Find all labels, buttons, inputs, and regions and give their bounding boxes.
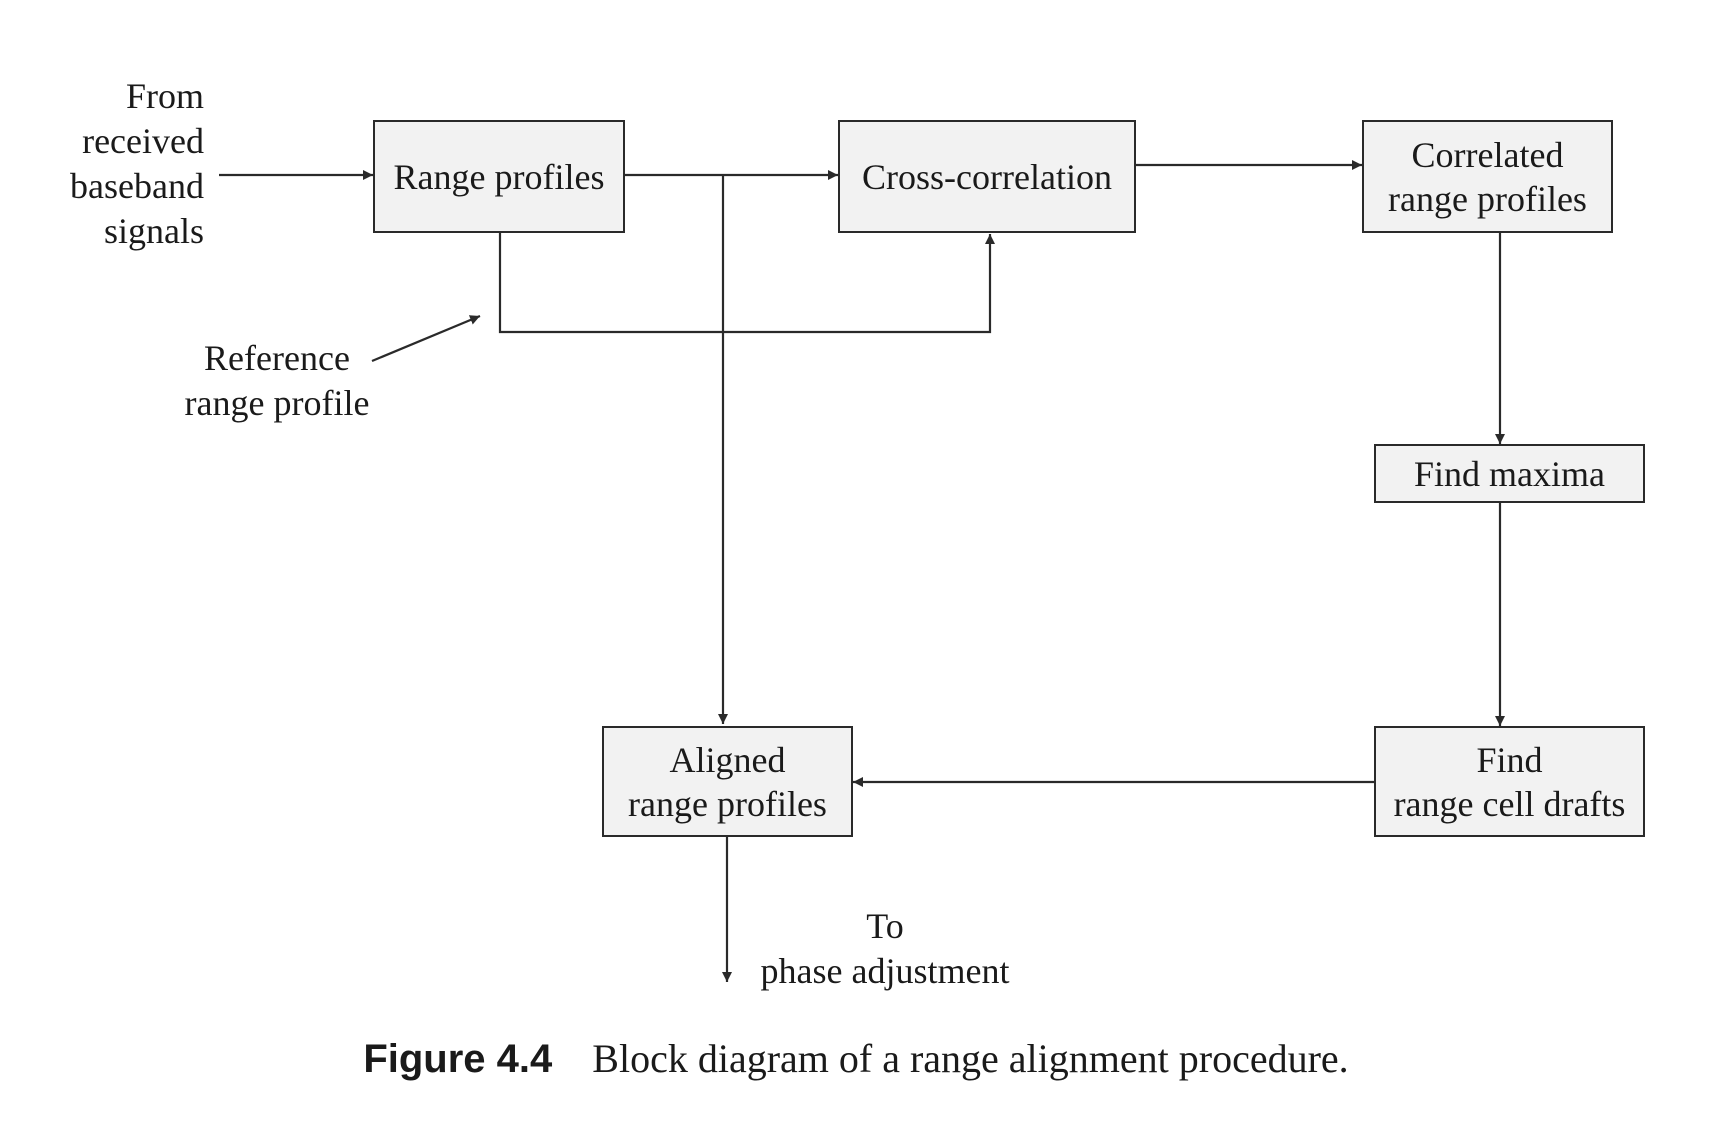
- arrow-reference-loop-to-cross-correlation: [498, 232, 995, 334]
- figure-number: Figure 4.4: [363, 1037, 553, 1081]
- block-find-range-cell-drafts-label: Find range cell drafts: [1393, 739, 1626, 824]
- block-correlated-range-profiles: Correlated range profiles: [1362, 120, 1613, 233]
- figure-caption-text: Block diagram of a range alignment proce…: [592, 1036, 1349, 1081]
- label-input-signals: From received baseband signals: [70, 76, 204, 251]
- block-range-profiles: Range profiles: [373, 120, 625, 233]
- block-aligned-range-profiles-label: Aligned range profiles: [628, 739, 827, 824]
- block-find-maxima-label: Find maxima: [1414, 453, 1605, 494]
- block-find-maxima: Find maxima: [1374, 444, 1645, 503]
- block-range-profiles-label: Range profiles: [393, 156, 605, 197]
- label-to-phase-adjustment: To phase adjustment: [760, 906, 1010, 991]
- figure-caption: Figure 4.4 Block diagram of a range align…: [0, 1035, 1712, 1083]
- block-aligned-range-profiles: Aligned range profiles: [602, 726, 853, 837]
- label-reference-range-profile: Reference range profile: [184, 338, 370, 423]
- block-correlated-range-profiles-label: Correlated range profiles: [1388, 134, 1587, 219]
- block-cross-correlation: Cross-correlation: [838, 120, 1136, 233]
- block-cross-correlation-label: Cross-correlation: [862, 156, 1112, 197]
- arrow-reference-pointer: [371, 314, 481, 363]
- block-find-range-cell-drafts: Find range cell drafts: [1374, 726, 1645, 837]
